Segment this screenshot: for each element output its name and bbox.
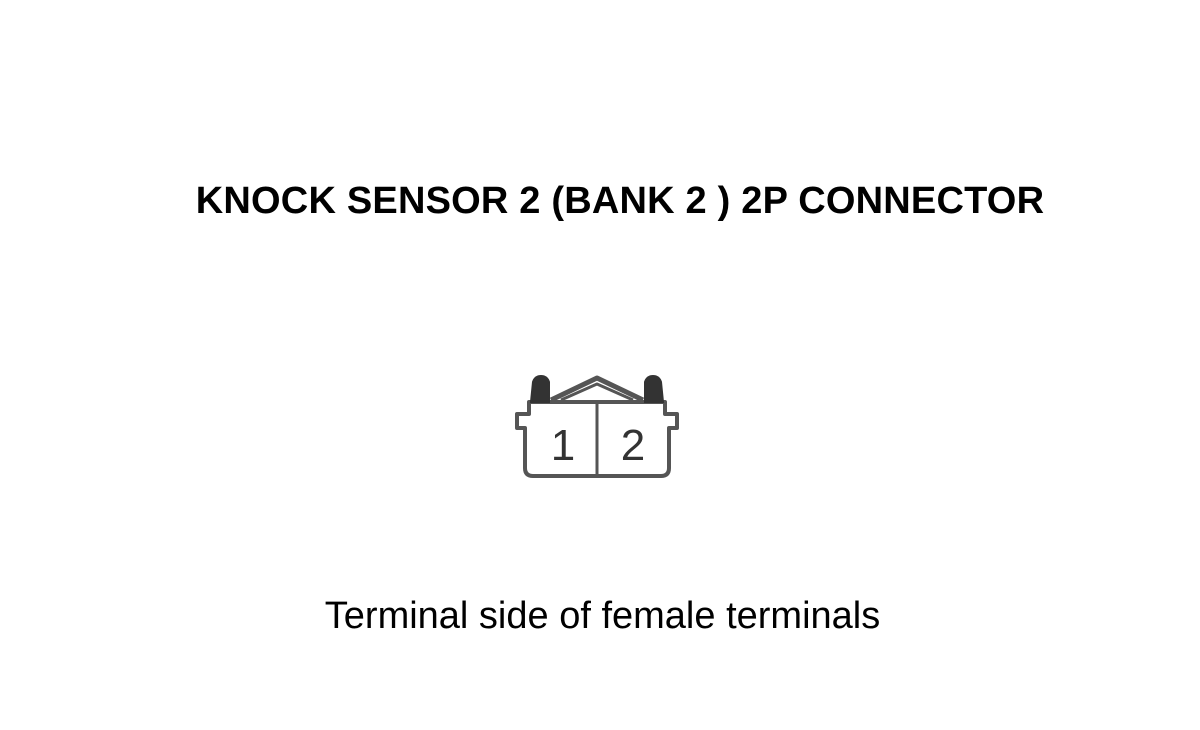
connector-housing — [515, 400, 679, 478]
connector-diagram: 1 2 — [515, 374, 679, 478]
right-latch — [644, 374, 665, 403]
diagram-title: KNOCK SENSOR 2 (BANK 2 ) 2P CONNECTOR — [195, 180, 1045, 222]
left-latch — [529, 374, 550, 403]
diagram-caption: Terminal side of female terminals — [324, 595, 881, 637]
terminal-2-label: 2 — [621, 421, 645, 470]
center-key — [549, 375, 645, 403]
terminal-1-label: 1 — [551, 421, 575, 470]
